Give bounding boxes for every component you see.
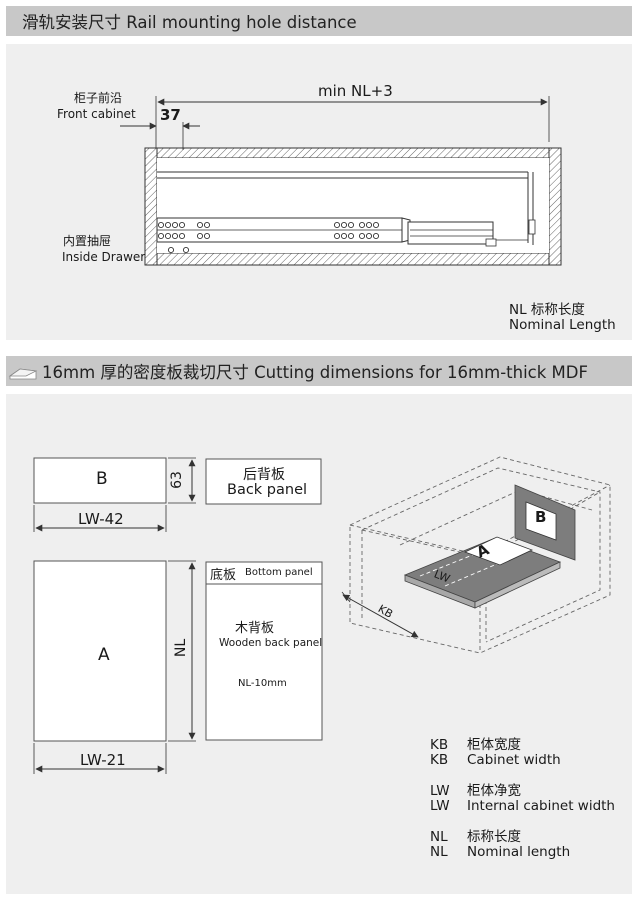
legend-text: Cabinet width: [467, 752, 561, 768]
drawer-side: [157, 171, 536, 245]
legend-key: KB: [430, 737, 449, 753]
bottom-panel-label-en: Bottom panel: [245, 567, 313, 578]
mdf-cutting-diagram: [33, 456, 611, 774]
panel-a-label: A: [98, 645, 110, 665]
legend-key: LW: [430, 798, 450, 814]
board-icon: [8, 368, 38, 380]
back-panel-label-cn: 后背板: [243, 467, 285, 483]
legend-row: LW Internal cabinet width: [430, 798, 615, 814]
front-cabinet-label-cn: 柜子前沿: [74, 91, 123, 105]
section-title-rail: 滑轨安装尺寸 Rail mounting hole distance: [22, 13, 357, 32]
inside-drawer-label-en: Inside Drawer: [62, 250, 146, 264]
dimension-lw21-label: LW-21: [80, 751, 126, 769]
legend-row: NL Nominal length: [430, 844, 570, 860]
nominal-length-label-en: Nominal Length: [509, 317, 616, 333]
dimension-min-nl: [155, 96, 550, 148]
back-panel-label-en: Back panel: [227, 482, 308, 498]
iso-panel-b-label: B: [535, 508, 547, 526]
dimension-63-label: 63: [168, 471, 185, 489]
legend-text: Internal cabinet width: [467, 798, 615, 814]
wooden-back-panel-label-en: Wooden back panel: [219, 637, 323, 649]
panel-a-drawing: [33, 560, 196, 774]
inside-drawer-label-cn: 内置抽屉: [63, 234, 112, 248]
nl-10mm-label: NL-10mm: [238, 678, 287, 689]
legend-text: 柜体净宽: [467, 783, 521, 799]
dimension-min-nl-label: min NL+3: [318, 82, 393, 100]
legend-text: 柜体宽度: [467, 737, 521, 753]
section-header-rail: 滑轨安装尺寸 Rail mounting hole distance: [6, 6, 632, 36]
cabinet-section: [144, 147, 562, 266]
dimension-nl-label: NL: [173, 638, 190, 658]
legend-text: 标称长度: [467, 829, 521, 845]
legend-row: KB Cabinet width: [430, 752, 561, 768]
bottom-panel-label-cn: 底板: [210, 568, 237, 583]
legend-row: KB 柜体宽度: [430, 733, 521, 753]
nominal-length-label-cn: NL 标称长度: [509, 302, 585, 318]
dimension-37-label: 37: [160, 106, 181, 124]
dimension-lw42-label: LW-42: [78, 510, 124, 528]
panel-b-label: B: [96, 469, 108, 489]
legend-key: KB: [430, 752, 449, 768]
wooden-back-panel-label-cn: 木背板: [235, 621, 275, 636]
section-title-mdf: 16mm 厚的密度板裁切尺寸 Cutting dimensions for 16…: [42, 363, 588, 382]
slide-rail: [156, 217, 497, 254]
legend-row: NL 标称长度: [430, 825, 521, 845]
legend-key: LW: [430, 783, 450, 799]
back-panel-box: [205, 458, 322, 505]
bottom-panel-box: [205, 561, 323, 741]
dimension-37: [120, 122, 200, 150]
legend-row: LW 柜体净宽: [430, 779, 521, 799]
rail-mounting-diagram: [120, 96, 562, 266]
section-header-mdf: 16mm 厚的密度板裁切尺寸 Cutting dimensions for 16…: [6, 356, 632, 386]
isometric-cabinet: [341, 456, 611, 654]
front-cabinet-label-en: Front cabinet: [57, 107, 136, 121]
panel-b-drawing: [33, 457, 196, 532]
legend-text: Nominal length: [467, 844, 571, 860]
legend-key: NL: [430, 844, 448, 860]
legend-key: NL: [430, 829, 448, 845]
